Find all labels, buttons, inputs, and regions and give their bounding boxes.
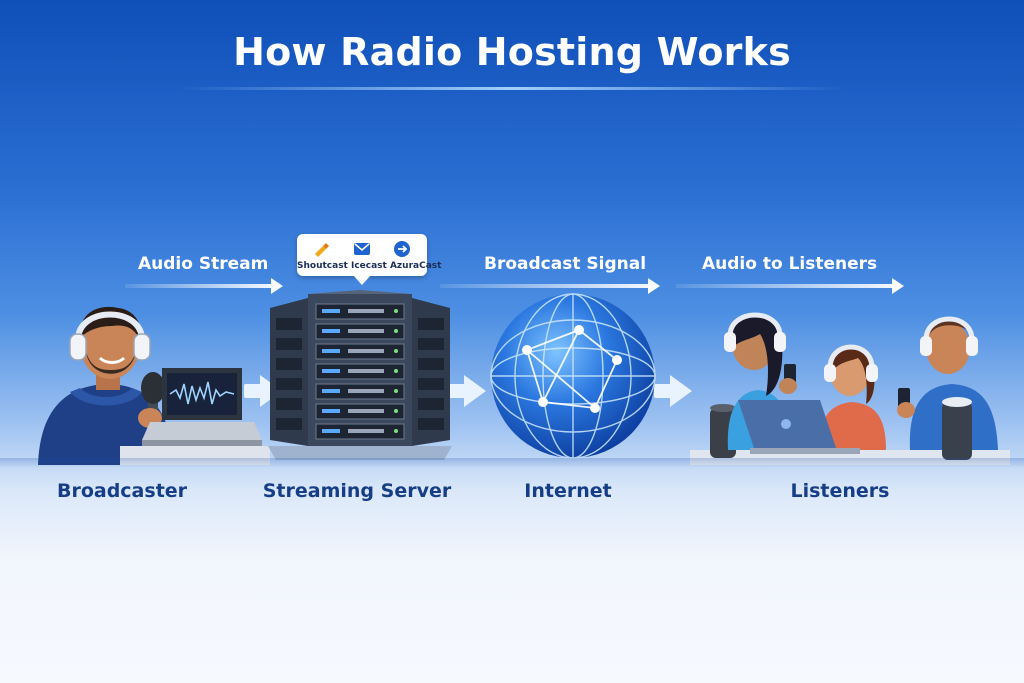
flow-label-audio-to-listeners: Audio to Listeners bbox=[702, 254, 878, 274]
chevron-stem-3 bbox=[654, 384, 672, 398]
arrow-broadcast-signal bbox=[440, 278, 660, 294]
title-underline bbox=[180, 87, 844, 90]
azuracast-icon bbox=[394, 241, 410, 257]
chevron-arrow-3 bbox=[670, 375, 692, 407]
arrow-audio-to-listeners bbox=[676, 278, 904, 294]
streaming-server-illustration bbox=[268, 290, 452, 460]
stage-label-listeners: Listeners bbox=[790, 480, 890, 502]
stage-label-streaming-server: Streaming Server bbox=[262, 480, 452, 502]
icecast-icon bbox=[354, 243, 370, 255]
stage-label-internet: Internet bbox=[524, 480, 612, 502]
server-software-names: Shoutcast Icecast AzuraCast bbox=[297, 261, 442, 271]
shoutcast-icon bbox=[315, 243, 329, 257]
flow-label-broadcast-signal: Broadcast Signal bbox=[484, 254, 647, 274]
server-software-callout: Shoutcast Icecast AzuraCast bbox=[297, 234, 442, 285]
page-title: How Radio Hosting Works bbox=[233, 30, 791, 74]
arrow-audio-stream bbox=[125, 278, 283, 294]
listeners-illustration bbox=[690, 312, 1010, 465]
broadcaster-illustration bbox=[38, 306, 270, 465]
chevron-stem-2 bbox=[448, 384, 466, 398]
stage-label-broadcaster: Broadcaster bbox=[56, 480, 188, 502]
internet-globe-illustration bbox=[490, 293, 656, 459]
floor-shadow bbox=[0, 458, 1024, 468]
chevron-arrow-2 bbox=[464, 375, 486, 407]
chevron-stem-1 bbox=[244, 384, 262, 398]
flow-label-audio-stream: Audio Stream bbox=[138, 254, 269, 274]
